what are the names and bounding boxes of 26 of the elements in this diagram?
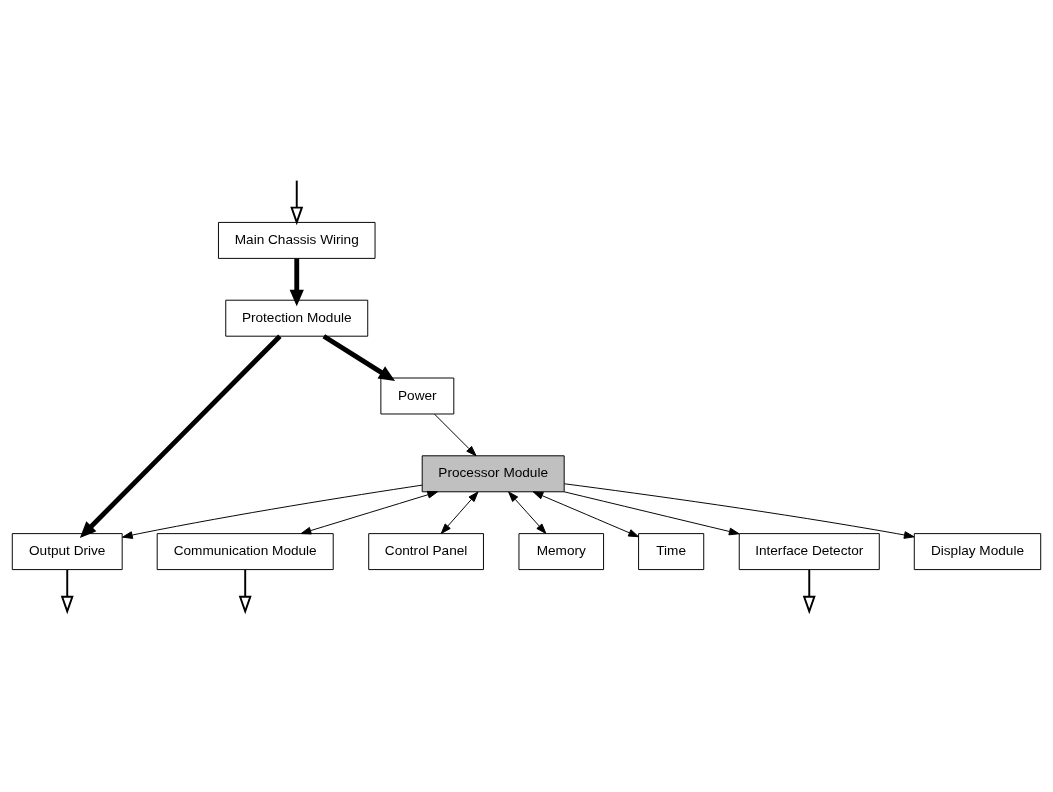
node-box: Display Module: [913, 533, 1042, 571]
arrow: [60, 568, 74, 615]
node-box: Processor Module: [421, 455, 565, 493]
arrow: [322, 334, 396, 381]
arrow: [508, 491, 547, 534]
arrow: [564, 483, 915, 539]
node-box: Memory: [518, 533, 605, 571]
node-box: Protection Module: [225, 299, 369, 337]
arrow: [802, 568, 816, 615]
node-box: Main Chassis Wiring: [217, 221, 376, 259]
node-box: Time: [638, 533, 705, 571]
node-box: Control Panel: [368, 533, 484, 571]
arrow: [434, 413, 477, 457]
arrow: [122, 484, 423, 539]
arrow: [79, 334, 282, 538]
node-box: Interface Detector: [738, 533, 880, 571]
arrow: [289, 258, 304, 307]
arrow: [290, 179, 304, 226]
node-box: Output Drive: [11, 533, 123, 571]
arrow: [300, 490, 439, 535]
arrow: [238, 568, 252, 615]
node-box: Communication Module: [156, 533, 334, 571]
arrow: [532, 491, 639, 538]
arrow: [440, 491, 479, 534]
arrow: [563, 491, 740, 536]
node-box: Power: [380, 377, 455, 415]
